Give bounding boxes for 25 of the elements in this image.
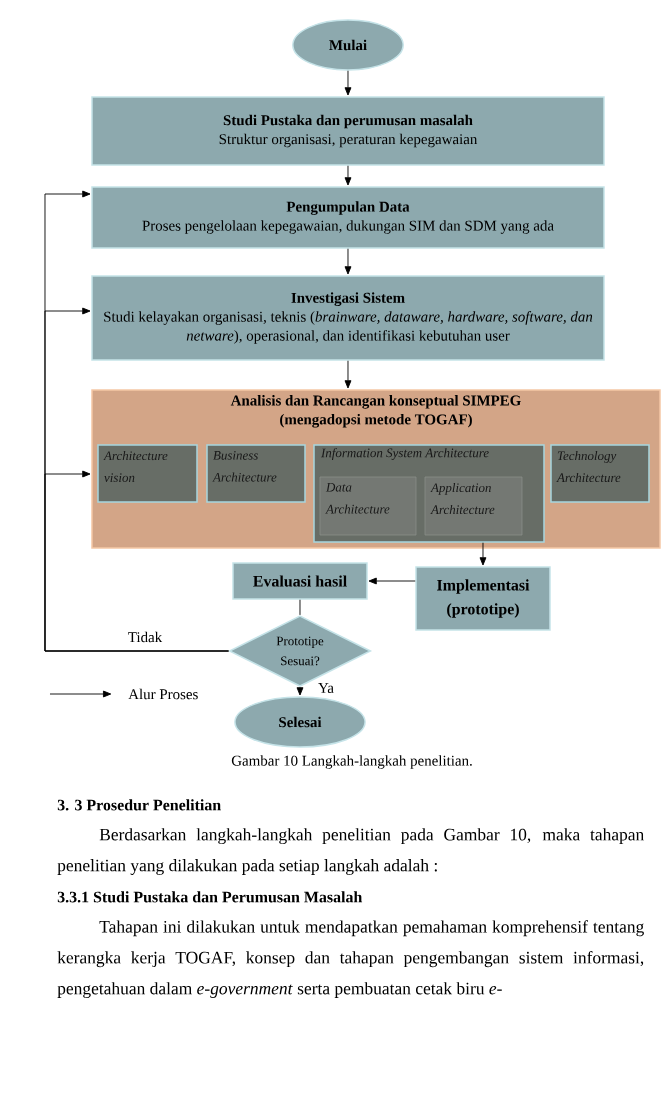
process-box: Implementasi (prototipe)	[415, 566, 551, 631]
section-heading: 3. 3 Prosedur Penelitian	[57, 799, 221, 811]
arrow	[344, 360, 352, 389]
paragraph: Berdasarkan langkah-langkah penelitian pada Gambar 10, maka tahapan penelitian yang dilakukan pada setiap langkah adalah :	[57, 828, 644, 875]
architecture-box: Application Architecture	[424, 476, 523, 536]
arrow	[344, 70, 352, 96]
process-box: Evaluasi hasil	[232, 562, 368, 600]
process-box: Investigasi Sistem Studi kelayakan organisasi, teknis (brainware, dataware, hardware, software, dan netware), operasional, dan identifikasi kebutuhan user	[91, 275, 605, 361]
legend-text: Alur Proses	[128, 688, 198, 700]
architecture-box: Technology Architecture	[550, 444, 650, 503]
edge-label: Tidak	[126, 630, 164, 644]
arrow	[479, 542, 487, 566]
section-heading: 3.3.1 Studi Pustaka dan Perumusan Masalah	[57, 891, 363, 903]
paragraph: Tahapan ini dilakukan untuk mendapatkan pemahaman komprehensif tentang kerangka kerja TOGAF, konsep dan tahapan pengembangan sistem informasi, pengetahuan dalam e-government serta pembuatan cetak biru e-	[57, 920, 644, 998]
arrow	[344, 248, 352, 275]
architecture-box: Business Architecture	[206, 444, 306, 503]
arrow	[368, 577, 416, 585]
process-box: Pengumpulan Data Proses pengelolaan kepegawaian, dukungan SIM dan SDM yang ada	[91, 186, 605, 249]
arrow	[44, 470, 229, 652]
figure-caption: Gambar 10 Langkah-langkah penelitian.	[231, 755, 472, 769]
process-box: Studi Pustaka dan perumusan masalah Struktur organisasi, peraturan kepegawaian	[91, 96, 605, 166]
architecture-box: Architecture vision	[97, 444, 198, 503]
architecture-box: Data Architecture	[319, 476, 417, 536]
arrow	[344, 165, 352, 186]
arrow	[296, 686, 304, 696]
